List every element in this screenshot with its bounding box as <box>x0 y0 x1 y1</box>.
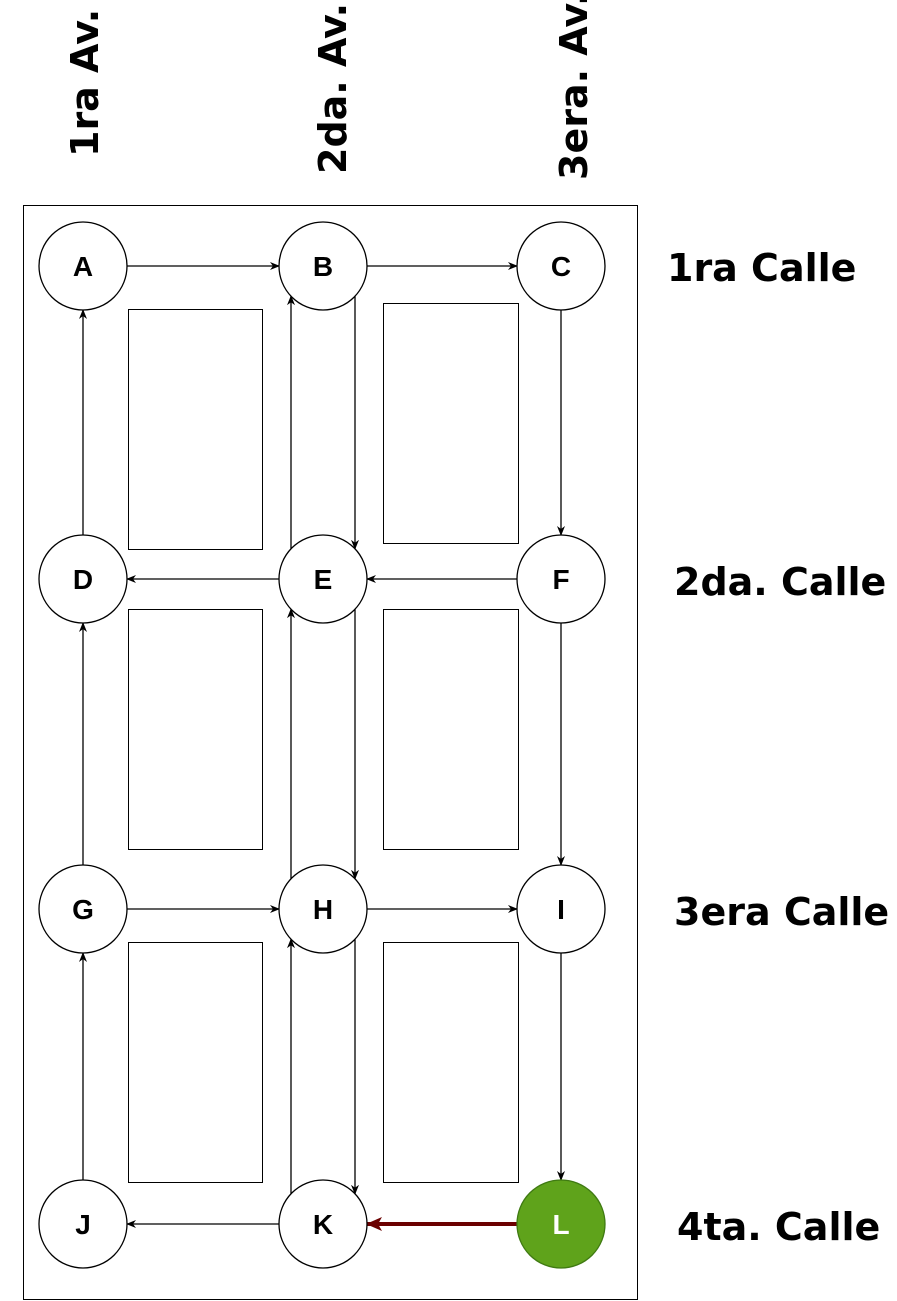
map-frame <box>23 205 638 1300</box>
node-circle <box>38 534 128 624</box>
street-labels: 1ra Calle 2da. Calle 3era Calle 4ta. Cal… <box>667 246 889 1249</box>
node-circle <box>516 1179 606 1269</box>
node-f: F <box>516 534 606 624</box>
street-label-2: 2da. Calle <box>674 560 886 604</box>
node-g: G <box>38 864 128 954</box>
node-j: J <box>38 1179 128 1269</box>
node-label: B <box>313 251 333 282</box>
node-k: K <box>278 1179 368 1269</box>
street-label-4: 4ta. Calle <box>677 1205 880 1249</box>
node-circle <box>516 864 606 954</box>
node-label: E <box>314 564 333 595</box>
node-circle <box>278 534 368 624</box>
node-label: I <box>557 894 565 925</box>
node-label: J <box>75 1209 91 1240</box>
street-label-3: 3era Calle <box>674 890 889 934</box>
city-block <box>128 309 263 550</box>
node-circle <box>38 1179 128 1269</box>
city-block <box>383 303 519 544</box>
street-label-1: 1ra Calle <box>667 246 856 290</box>
city-block <box>128 942 263 1183</box>
node-label: F <box>552 564 569 595</box>
city-blocks <box>128 303 519 1183</box>
node-circle <box>278 864 368 954</box>
node-label: H <box>313 894 333 925</box>
node-circle <box>278 1179 368 1269</box>
avenue-label-3: 3era. Av. <box>552 0 596 180</box>
node-circle <box>38 221 128 311</box>
node-label: L <box>552 1209 569 1240</box>
node-label: G <box>72 894 94 925</box>
edges <box>79 262 565 1231</box>
avenue-labels: 1ra Av. 2da. Av. 3era. Av. <box>63 0 596 180</box>
avenue-label-1: 1ra Av. <box>63 9 107 157</box>
node-d: D <box>38 534 128 624</box>
node-c: C <box>516 221 606 311</box>
node-label: C <box>551 251 571 282</box>
node-circle <box>516 221 606 311</box>
node-a: A <box>38 221 128 311</box>
node-circle <box>278 221 368 311</box>
node-label: D <box>73 564 93 595</box>
avenue-label-2: 2da. Av. <box>311 3 355 174</box>
node-i: I <box>516 864 606 954</box>
node-h: H <box>278 864 368 954</box>
node-label: A <box>73 251 93 282</box>
nodes: A B C D E F G H I J K L <box>38 221 606 1269</box>
city-block <box>128 609 263 850</box>
node-b: B <box>278 221 368 311</box>
node-e: E <box>278 534 368 624</box>
node-circle <box>38 864 128 954</box>
node-l: L <box>516 1179 606 1269</box>
city-block <box>383 609 519 850</box>
city-block <box>383 942 519 1183</box>
node-circle <box>516 534 606 624</box>
node-label: K <box>313 1209 333 1240</box>
